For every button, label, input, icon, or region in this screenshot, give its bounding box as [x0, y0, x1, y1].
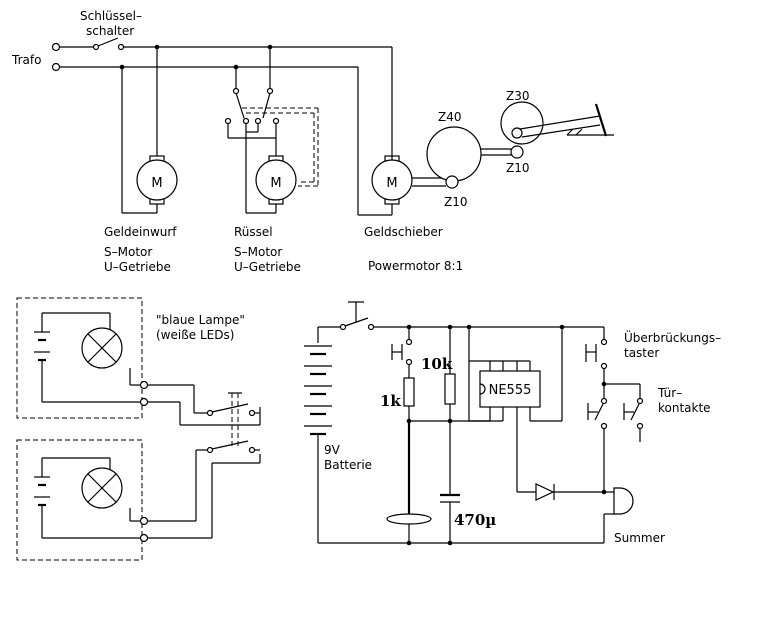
battery-label-line2: Batterie — [324, 458, 372, 472]
capacitor-470u — [440, 493, 460, 543]
gear-z40 — [426, 126, 482, 182]
z40-label: Z40 — [438, 110, 462, 124]
lamp-module-2 — [16, 439, 149, 561]
lamp-note-line2: (weiße LEDs) — [156, 328, 234, 342]
z10-label-crank: Z10 — [506, 161, 530, 175]
trunk-motor-label: Rüssel — [234, 225, 273, 239]
gear-train — [426, 101, 614, 189]
door-contacts — [587, 384, 644, 430]
trunk-motor: M — [224, 47, 319, 214]
motor-circuit: Schlüssel– schalter Trafo — [11, 9, 614, 274]
z10-label-motor: Z10 — [444, 195, 468, 209]
trunk-motor-gear: U–Getriebe — [234, 260, 301, 274]
coin-motor-gear: U–Getriebe — [104, 260, 171, 274]
transformer-label: Trafo — [11, 53, 41, 67]
battery-9v — [304, 345, 332, 543]
resistor-1k — [403, 377, 415, 421]
gear-z30 — [500, 101, 544, 145]
lamp-double-switch — [206, 392, 260, 454]
buzzer — [603, 487, 634, 543]
diode — [517, 483, 604, 501]
touch-plate — [386, 513, 432, 525]
z30-label: Z30 — [506, 89, 530, 103]
transformer-terminal-1 — [51, 42, 61, 52]
gear-z10-motor — [445, 175, 459, 189]
key-switch-label-line1: Schlüssel– — [80, 9, 142, 23]
trunk-motor-type: S–Motor — [234, 245, 282, 259]
gear-z10-crank — [510, 145, 524, 159]
coin-motor-label: Geldeinwurf — [104, 225, 177, 239]
key-switch-label-line2: schalter — [86, 24, 134, 38]
power-switch — [339, 301, 375, 331]
battery-label-line1: 9V — [324, 443, 341, 457]
alarm-circuit: 9V Batterie 1k 1 — [304, 301, 721, 546]
capacitor-label: 470µ — [454, 511, 496, 529]
bypass-label-line1: Überbrückungs– — [624, 329, 721, 345]
door-contacts-label-line1: Tür– — [657, 386, 682, 400]
bypass-button — [585, 327, 608, 384]
pusher-motor: M — [358, 155, 446, 216]
pusher-motor-label: Geldschieber — [364, 225, 443, 239]
power-motor-label: Powermotor 8:1 — [368, 259, 463, 273]
resistor-1k-label: 1k — [380, 392, 401, 410]
coin-motor: M — [121, 47, 178, 214]
door-contacts-label-line2: kontakte — [658, 401, 711, 415]
lamp-module-1 — [16, 297, 149, 419]
resistor-10k — [444, 327, 456, 494]
lamp-circuit: "blaue Lampe" (weiße LEDs) — [16, 297, 261, 561]
trigger-button — [391, 327, 413, 378]
resistor-10k-label: 10k — [421, 355, 453, 373]
coin-motor-type: S–Motor — [104, 245, 152, 259]
coin-motor-symbol: M — [151, 176, 162, 191]
transformer-terminal-2 — [51, 62, 61, 72]
buzzer-label: Summer — [614, 531, 665, 545]
ic-label: NE555 — [489, 383, 532, 398]
pusher-motor-symbol: M — [386, 176, 397, 191]
key-switch — [60, 37, 125, 51]
lamp-note-line1: "blaue Lampe" — [156, 313, 245, 327]
trunk-motor-symbol: M — [270, 176, 281, 191]
bypass-label-line2: taster — [624, 346, 659, 360]
ic-ne555 — [479, 361, 541, 492]
